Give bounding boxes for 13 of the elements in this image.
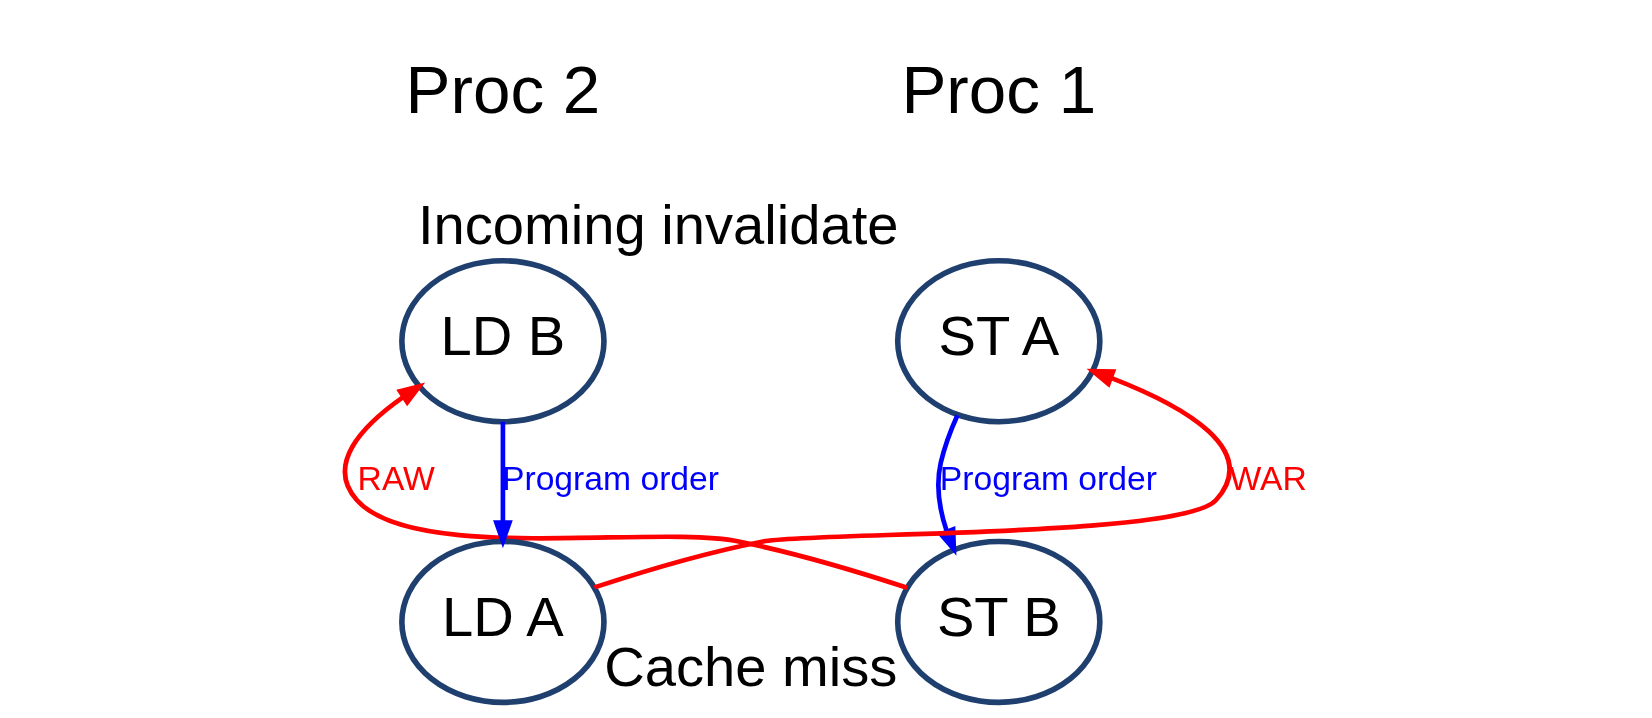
edge-label: WAR xyxy=(1229,459,1307,497)
label: Proc 2 xyxy=(405,51,601,127)
node-label: Incoming invalidate xyxy=(417,192,899,256)
arrow xyxy=(593,368,1232,590)
label: Proc 1 xyxy=(901,51,1097,127)
edge-label: RAW xyxy=(357,459,435,497)
node-ellipse: LD A xyxy=(399,538,607,706)
arrow xyxy=(342,382,908,590)
edge-label: Program order xyxy=(939,459,1157,497)
node-ellipse: LD B xyxy=(399,257,607,425)
edge-label: Program order xyxy=(501,459,720,497)
arrow xyxy=(493,421,513,549)
node-ellipse: ST A xyxy=(894,257,1103,425)
